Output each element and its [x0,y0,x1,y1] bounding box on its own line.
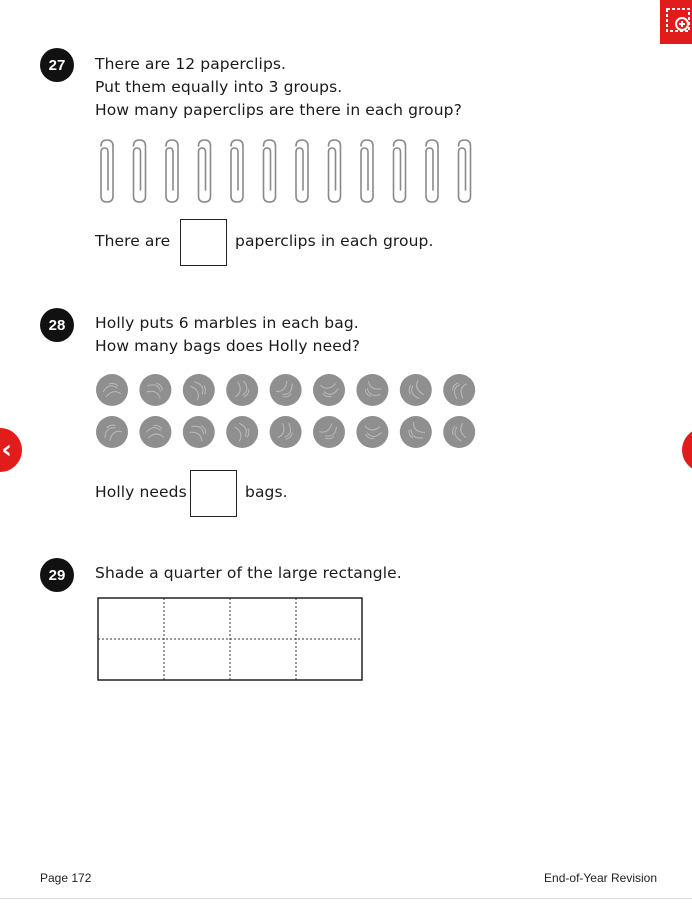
marble-icon [269,416,302,448]
marble-icon [226,416,259,448]
marble-icon [226,374,259,406]
answer-27-prefix: There are [95,232,171,250]
answer-box-28[interactable] [190,470,237,517]
question-27-line-3: How many paperclips are there in each gr… [95,101,462,119]
paperclip-icon [293,137,311,205]
marble-icon [139,416,172,448]
paperclip-icon [131,137,148,205]
marble-icon [443,374,476,406]
marble-icon [269,374,302,406]
question-number-27: 27 [40,48,74,82]
page-number: Page 172 [40,871,92,885]
zoom-in-icon [666,8,690,32]
marble-icon [399,416,432,448]
marble-icon [356,374,389,406]
answer-box-27[interactable] [180,219,227,266]
question-27-line-2: Put them equally into 3 groups. [95,78,343,96]
marble-icon [399,374,432,406]
paperclip-icon [228,137,246,205]
question-29-line-1: Shade a quarter of the large rectangle. [95,564,402,582]
bottom-divider [0,898,692,899]
paperclip-icon [163,137,181,205]
marble-icon [356,416,389,448]
question-27-line-1: There are 12 paperclips. [95,55,287,73]
marble-grid [96,374,476,448]
marble-icon [313,374,345,406]
paperclip-icon [423,137,441,205]
paperclip-icon [261,137,278,205]
question-number-28: 28 [40,308,74,342]
marble-icon [182,374,215,406]
paperclip-icon [358,137,376,205]
next-page-button[interactable] [682,428,692,472]
paperclip-row [98,137,473,205]
large-rectangle[interactable] [97,597,363,681]
section-label: End-of-Year Revision [544,871,657,885]
answer-27-suffix: paperclips in each group. [235,232,434,250]
marble-icon [96,374,128,406]
question-number-29: 29 [40,558,74,592]
marble-icon [96,416,128,448]
paperclip-icon [456,137,473,205]
paperclip-icon [391,137,408,205]
marble-icon [443,416,476,448]
question-28-line-2: How many bags does Holly need? [95,337,361,355]
paperclip-icon [98,137,116,205]
marble-icon [313,416,345,448]
answer-28-prefix: Holly needs [95,483,187,501]
chevron-left-icon: ‹ [1,435,12,465]
zoom-tool-button[interactable] [660,0,692,44]
quarter-rectangle[interactable] [97,597,363,681]
question-28-line-1: Holly puts 6 marbles in each bag. [95,314,359,332]
answer-28-suffix: bags. [245,483,288,501]
marble-icon [139,374,172,406]
marble-icon [182,416,215,448]
prev-page-button[interactable]: ‹ [0,428,22,472]
paperclip-icon [326,137,343,205]
paperclip-icon [196,137,213,205]
